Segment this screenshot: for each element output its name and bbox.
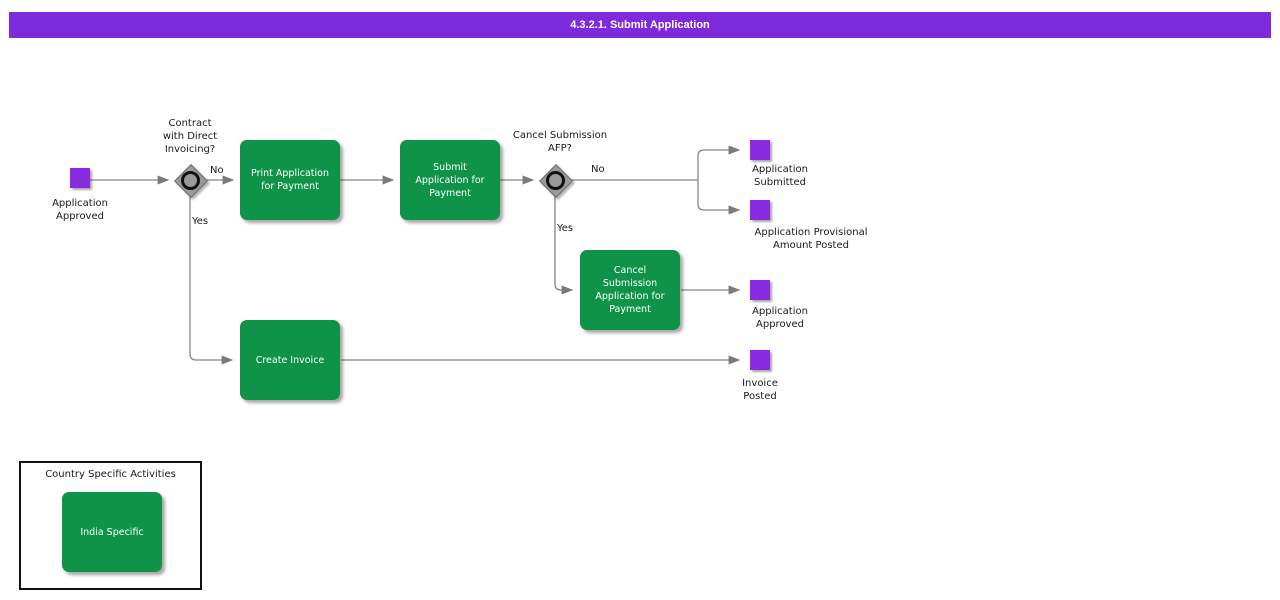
end-event-application-approved-label: Application Approved	[752, 306, 808, 330]
gateway1-no-label: No	[210, 165, 224, 176]
legend-title: Country Specific Activities	[45, 469, 176, 480]
start-event-application-approved[interactable]	[70, 168, 90, 188]
task-print-application-for-payment[interactable]: Print Application for Payment	[240, 140, 340, 220]
legend-country-specific-activities: Country Specific Activities India Specif…	[19, 461, 202, 590]
gateway2-yes-label: Yes	[557, 223, 574, 234]
start-event-label: Application Approved	[52, 198, 108, 222]
end-event-application-submitted-label: Application Submitted	[752, 164, 808, 188]
gateway1-question: Contract with Direct Invoicing?	[162, 118, 218, 155]
gateway-cancel-submission-afp[interactable]	[539, 164, 573, 198]
gateway2-no-label: No	[591, 164, 605, 175]
task-cancel-submission-application-for-payment[interactable]: Cancel Submission Application for Paymen…	[580, 250, 680, 330]
end-event-application-provisional-amount-posted[interactable]	[750, 200, 770, 220]
task-create-invoice[interactable]: Create Invoice	[240, 320, 340, 400]
end-event-invoice-posted-label: Invoice Posted	[742, 378, 778, 402]
gateway1-yes-label: Yes	[192, 216, 209, 227]
end-event-application-submitted[interactable]	[750, 140, 770, 160]
task-submit-application-for-payment[interactable]: Submit Application for Payment	[400, 140, 500, 220]
diagram-title-bar: 4.3.2.1. Submit Application	[9, 12, 1271, 38]
gateway-circle-icon	[181, 171, 200, 190]
end-event-invoice-posted[interactable]	[750, 350, 770, 370]
end-event-application-approved[interactable]	[750, 280, 770, 300]
diagram-title: 4.3.2.1. Submit Application	[570, 19, 710, 31]
gateway-contract-with-direct-invoicing[interactable]	[174, 164, 208, 198]
end-event-application-provisional-amount-posted-label: Application Provisional Amount Posted	[754, 227, 868, 251]
gateway-circle-icon	[546, 171, 565, 190]
task-india-specific[interactable]: India Specific	[62, 492, 162, 572]
gateway2-question: Cancel Submission AFP?	[512, 130, 608, 154]
